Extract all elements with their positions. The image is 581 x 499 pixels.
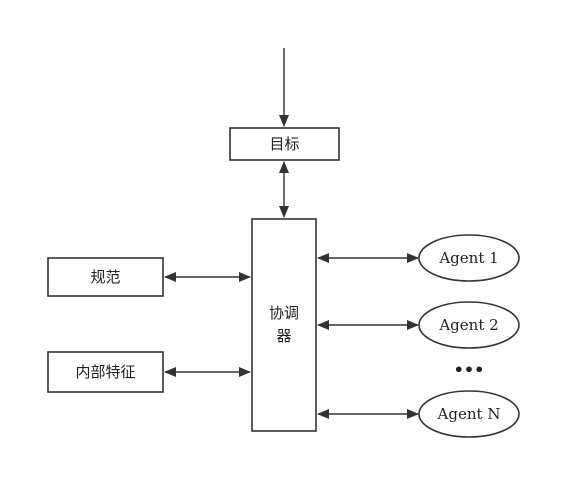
agent-ellipsis: ••• bbox=[454, 361, 485, 380]
coordinator-node: 协调 器 bbox=[251, 218, 317, 432]
norms-label: 规范 bbox=[90, 268, 120, 286]
norms-node: 规范 bbox=[47, 257, 164, 297]
agent-n-label: Agent N bbox=[437, 405, 501, 423]
coordinator-label-line1: 协调 bbox=[269, 304, 299, 322]
coordinator-label-line2: 器 bbox=[276, 327, 291, 345]
goal-node: 目标 bbox=[229, 127, 340, 161]
agent-n-node: Agent N bbox=[418, 390, 520, 438]
agent-1-node: Agent 1 bbox=[418, 234, 520, 282]
agent-2-node: Agent 2 bbox=[418, 301, 520, 349]
agent-2-label: Agent 2 bbox=[438, 316, 498, 334]
agent-1-label: Agent 1 bbox=[438, 249, 498, 267]
internal-features-label: 内部特征 bbox=[75, 363, 135, 381]
goal-label: 目标 bbox=[269, 135, 299, 153]
internal-features-node: 内部特征 bbox=[47, 351, 164, 393]
